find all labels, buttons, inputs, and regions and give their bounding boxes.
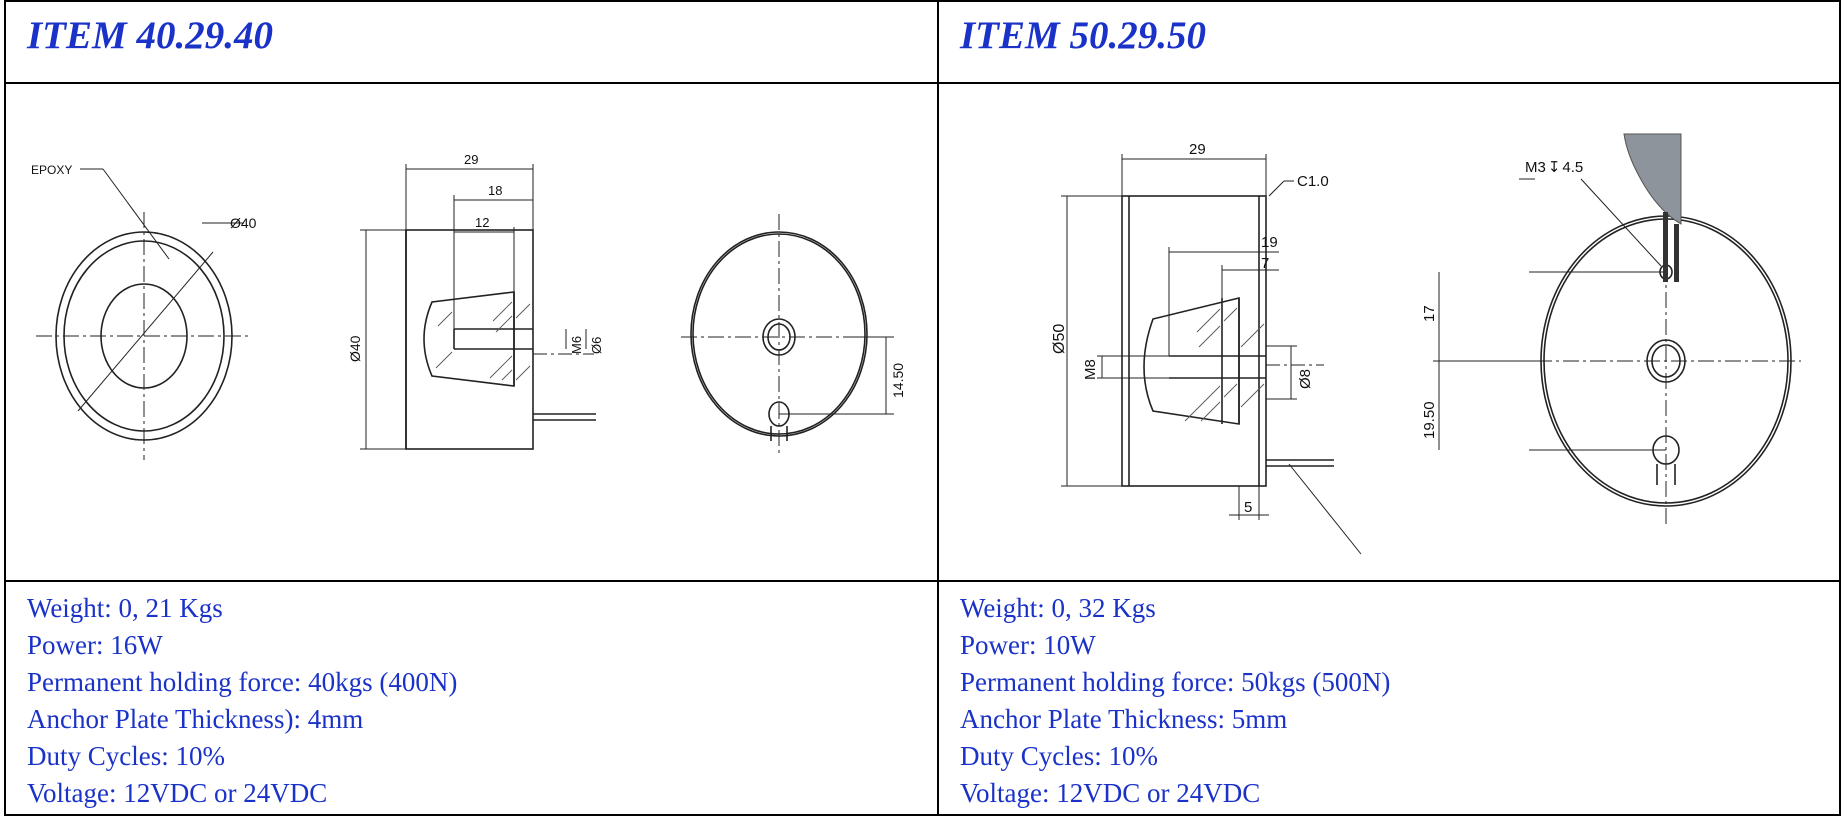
epoxy-label: EPOXY <box>31 163 72 177</box>
item-1-header-cell: ITEM 40.29.40 <box>4 0 939 84</box>
wire-offset-label: 5 <box>1244 499 1252 516</box>
item-1-specs-cell: Weight: 0, 21 Kgs Power: 16W Permanent h… <box>4 580 939 816</box>
item-1-drawing-cell: EPOXY Ø40 29 18 12 Ø40 M6 Ø6 14.50 <box>4 82 939 582</box>
spec-holding-force: Permanent holding force: 50kgs (500N) <box>960 667 1391 697</box>
spec-duty-cycles: Duty Cycles: 10% <box>27 741 225 771</box>
thread-depth-label: 7 <box>1261 255 1269 272</box>
corner-fixture-image <box>1623 133 1682 282</box>
item-2-specs-cell: Weight: 0, 32 Kgs Power: 10W Permanent h… <box>937 580 1841 816</box>
spec-anchor-thickness: Anchor Plate Thickness: 5mm <box>960 704 1288 734</box>
spec-duty-cycles: Duty Cycles: 10% <box>960 741 1158 771</box>
depth-symbol-icon: ↧ <box>1548 159 1561 176</box>
front-diameter-label: Ø40 <box>230 215 257 231</box>
length-label: 29 <box>1189 141 1206 158</box>
thread-depth-label: 12 <box>475 215 489 230</box>
spec-weight: Weight: 0, 21 Kgs <box>27 593 223 623</box>
bore-diameter-label: Ø8 <box>1297 369 1314 389</box>
item-2-title: ITEM 50.29.50 <box>960 14 1206 57</box>
spec-voltage: Voltage: 12VDC or 24VDC <box>960 778 1261 808</box>
bore-diameter-label: Ø6 <box>589 337 604 354</box>
spec-voltage: Voltage: 12VDC or 24VDC <box>27 778 328 808</box>
offset-label: 14.50 <box>890 363 906 398</box>
thread-label: M6 <box>569 336 584 354</box>
item-2-technical-drawing: 29 C1.0 19 7 Ø50 M8 Ø8 5 M3↧4.5 17 19.50 <box>1051 133 1801 555</box>
item-2-header-cell: ITEM 50.29.50 <box>937 0 1841 84</box>
item-2-drawing-cell: 29 C1.0 19 7 Ø50 M8 Ø8 5 M3↧4.5 17 19.50 <box>937 82 1841 582</box>
bore-depth-label: 18 <box>488 183 502 198</box>
item-2-spec-list: Weight: 0, 32 Kgs Power: 10W Permanent h… <box>939 582 1839 812</box>
spec-holding-force: Permanent holding force: 40kgs (400N) <box>27 667 458 697</box>
item-1-spec-list: Weight: 0, 21 Kgs Power: 16W Permanent h… <box>6 582 937 812</box>
length-label: 29 <box>464 152 478 167</box>
spec-weight: Weight: 0, 32 Kgs <box>960 593 1156 623</box>
thread-label: M8 <box>1082 359 1099 380</box>
spec-power: Power: 10W <box>960 630 1096 660</box>
chamfer-label: C1.0 <box>1297 173 1329 190</box>
mount-thread-label: M3↧4.5 <box>1525 159 1583 176</box>
bottom-offset-label: 19.50 <box>1421 401 1438 439</box>
item-1-technical-drawing: EPOXY Ø40 29 18 12 Ø40 M6 Ø6 14.50 <box>31 152 906 460</box>
top-offset-label: 17 <box>1421 305 1438 322</box>
body-diameter-label: Ø50 <box>1051 324 1068 354</box>
spec-power: Power: 16W <box>27 630 163 660</box>
spec-table: ITEM 40.29.40 ITEM 50.29.50 <box>4 0 1841 816</box>
item-1-title: ITEM 40.29.40 <box>27 14 273 57</box>
bore-depth-label: 19 <box>1261 234 1278 251</box>
body-diameter-label: Ø40 <box>347 335 363 362</box>
spec-anchor-thickness: Anchor Plate Thickness): 4mm <box>27 704 364 734</box>
